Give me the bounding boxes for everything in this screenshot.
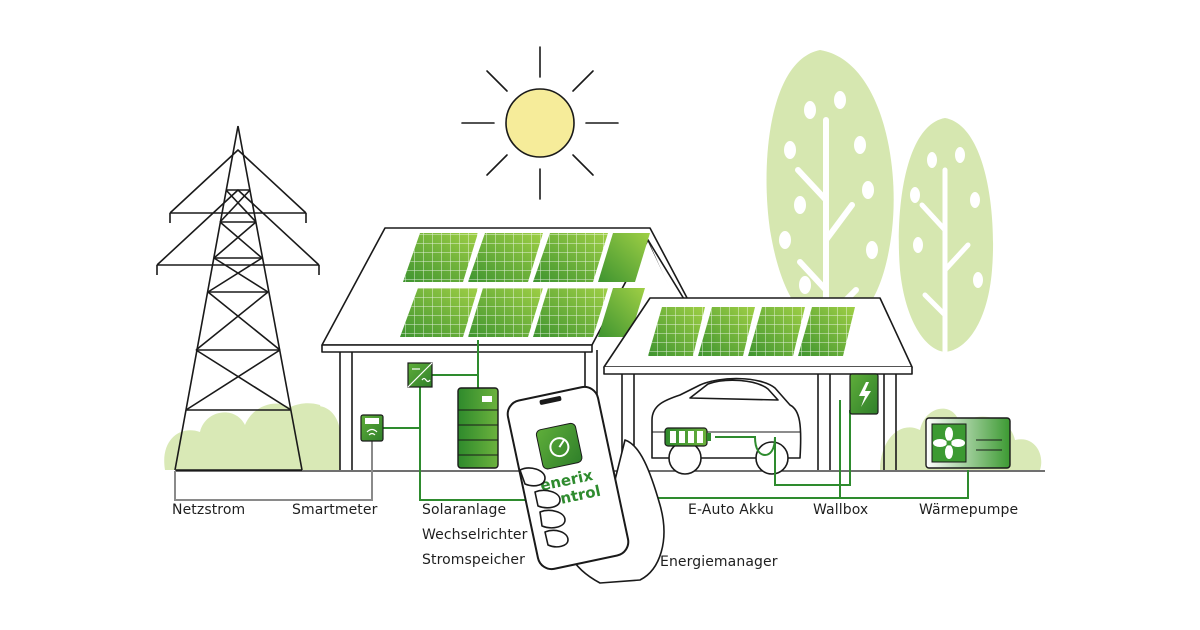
smartmeter-device xyxy=(360,414,384,442)
label-waermepumpe: Wärmepumpe xyxy=(919,502,1019,518)
fan-icon xyxy=(933,427,965,459)
label-stromspeicher: Stromspeicher xyxy=(422,552,525,568)
power-pylon xyxy=(156,125,320,471)
label-wallbox: Wallbox xyxy=(813,502,869,518)
car-battery-icon xyxy=(664,427,711,447)
label-solaranlage: Solaranlage xyxy=(422,502,507,518)
solar-panels-main-roof xyxy=(400,233,650,337)
wallbox-device xyxy=(849,373,879,415)
solar-panels-carport xyxy=(648,307,855,356)
label-energiemanager: Energiemanager xyxy=(660,554,778,570)
label-netzstrom: Netzstrom xyxy=(172,502,246,518)
tree-large xyxy=(766,50,894,403)
electric-car xyxy=(651,377,802,475)
energy-connection-lines xyxy=(372,340,969,501)
label-wechselrichter: Wechselrichter xyxy=(422,527,528,543)
battery-storage-device xyxy=(457,387,499,469)
smartphone-in-hand: enerix Control xyxy=(506,385,665,584)
inverter-device xyxy=(407,362,433,388)
tree-small xyxy=(898,118,994,403)
label-e-auto-akku: E-Auto Akku xyxy=(688,502,774,518)
heat-pump-device xyxy=(925,417,1011,469)
grid-connection-lines xyxy=(174,440,373,501)
label-smartmeter: Smartmeter xyxy=(292,502,378,518)
sun-icon xyxy=(461,46,619,200)
